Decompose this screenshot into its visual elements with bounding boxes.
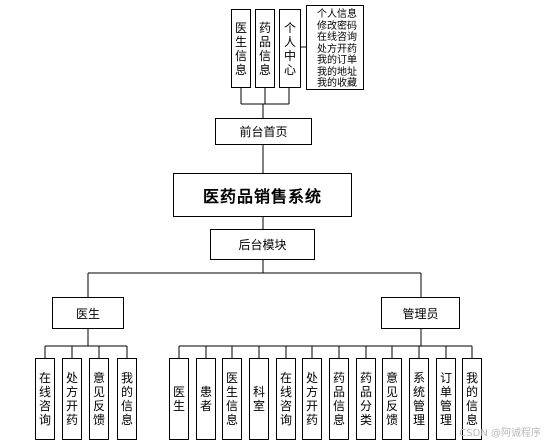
personal-center-items: 个人信息 修改密码 在线咨询 处方开药 我的订单 我的地址 我的收藏 (306, 5, 364, 90)
module-medicine-info: 药品信息 (255, 9, 275, 88)
admin-module: 医生信息 (222, 358, 242, 440)
admin-module: 我的信息 (462, 358, 482, 440)
watermark: CSDN @阿诚程序 (459, 428, 541, 439)
role-admin-box: 管理员 (381, 297, 460, 329)
role-doctor-box: 医生 (52, 297, 124, 329)
backend-module-box: 后台模块 (210, 229, 315, 260)
admin-module: 药品分类 (356, 358, 376, 440)
personal-item: 我的地址 (317, 66, 357, 78)
personal-item: 我的收藏 (317, 78, 357, 89)
personal-item: 个人信息 (317, 9, 357, 20)
doctor-module: 处方开药 (62, 358, 82, 440)
system-title-box: 医药品销售系统 (173, 173, 352, 217)
doctor-module: 我的信息 (117, 358, 137, 440)
personal-item: 处方开药 (317, 43, 357, 55)
admin-module: 患者 (196, 358, 216, 440)
front-page-box: 前台首页 (215, 118, 312, 145)
doctor-module: 在线咨询 (35, 358, 55, 440)
admin-module: 医生 (169, 358, 189, 440)
module-personal-center: 个人中心 (279, 9, 301, 88)
doctor-module: 意见反馈 (89, 358, 109, 440)
module-doctor-info: 医生信息 (231, 9, 251, 88)
personal-item: 我的订单 (317, 55, 357, 66)
admin-module: 订单管理 (436, 358, 456, 440)
admin-module: 科室 (249, 358, 269, 440)
admin-module: 处方开药 (302, 358, 322, 440)
admin-module: 意见反馈 (382, 358, 402, 440)
admin-module: 在线咨询 (276, 358, 296, 440)
admin-module: 系统管理 (409, 358, 429, 440)
admin-module: 药品信息 (329, 358, 349, 440)
personal-item: 在线咨询 (317, 32, 357, 43)
personal-item: 修改密码 (317, 20, 357, 32)
